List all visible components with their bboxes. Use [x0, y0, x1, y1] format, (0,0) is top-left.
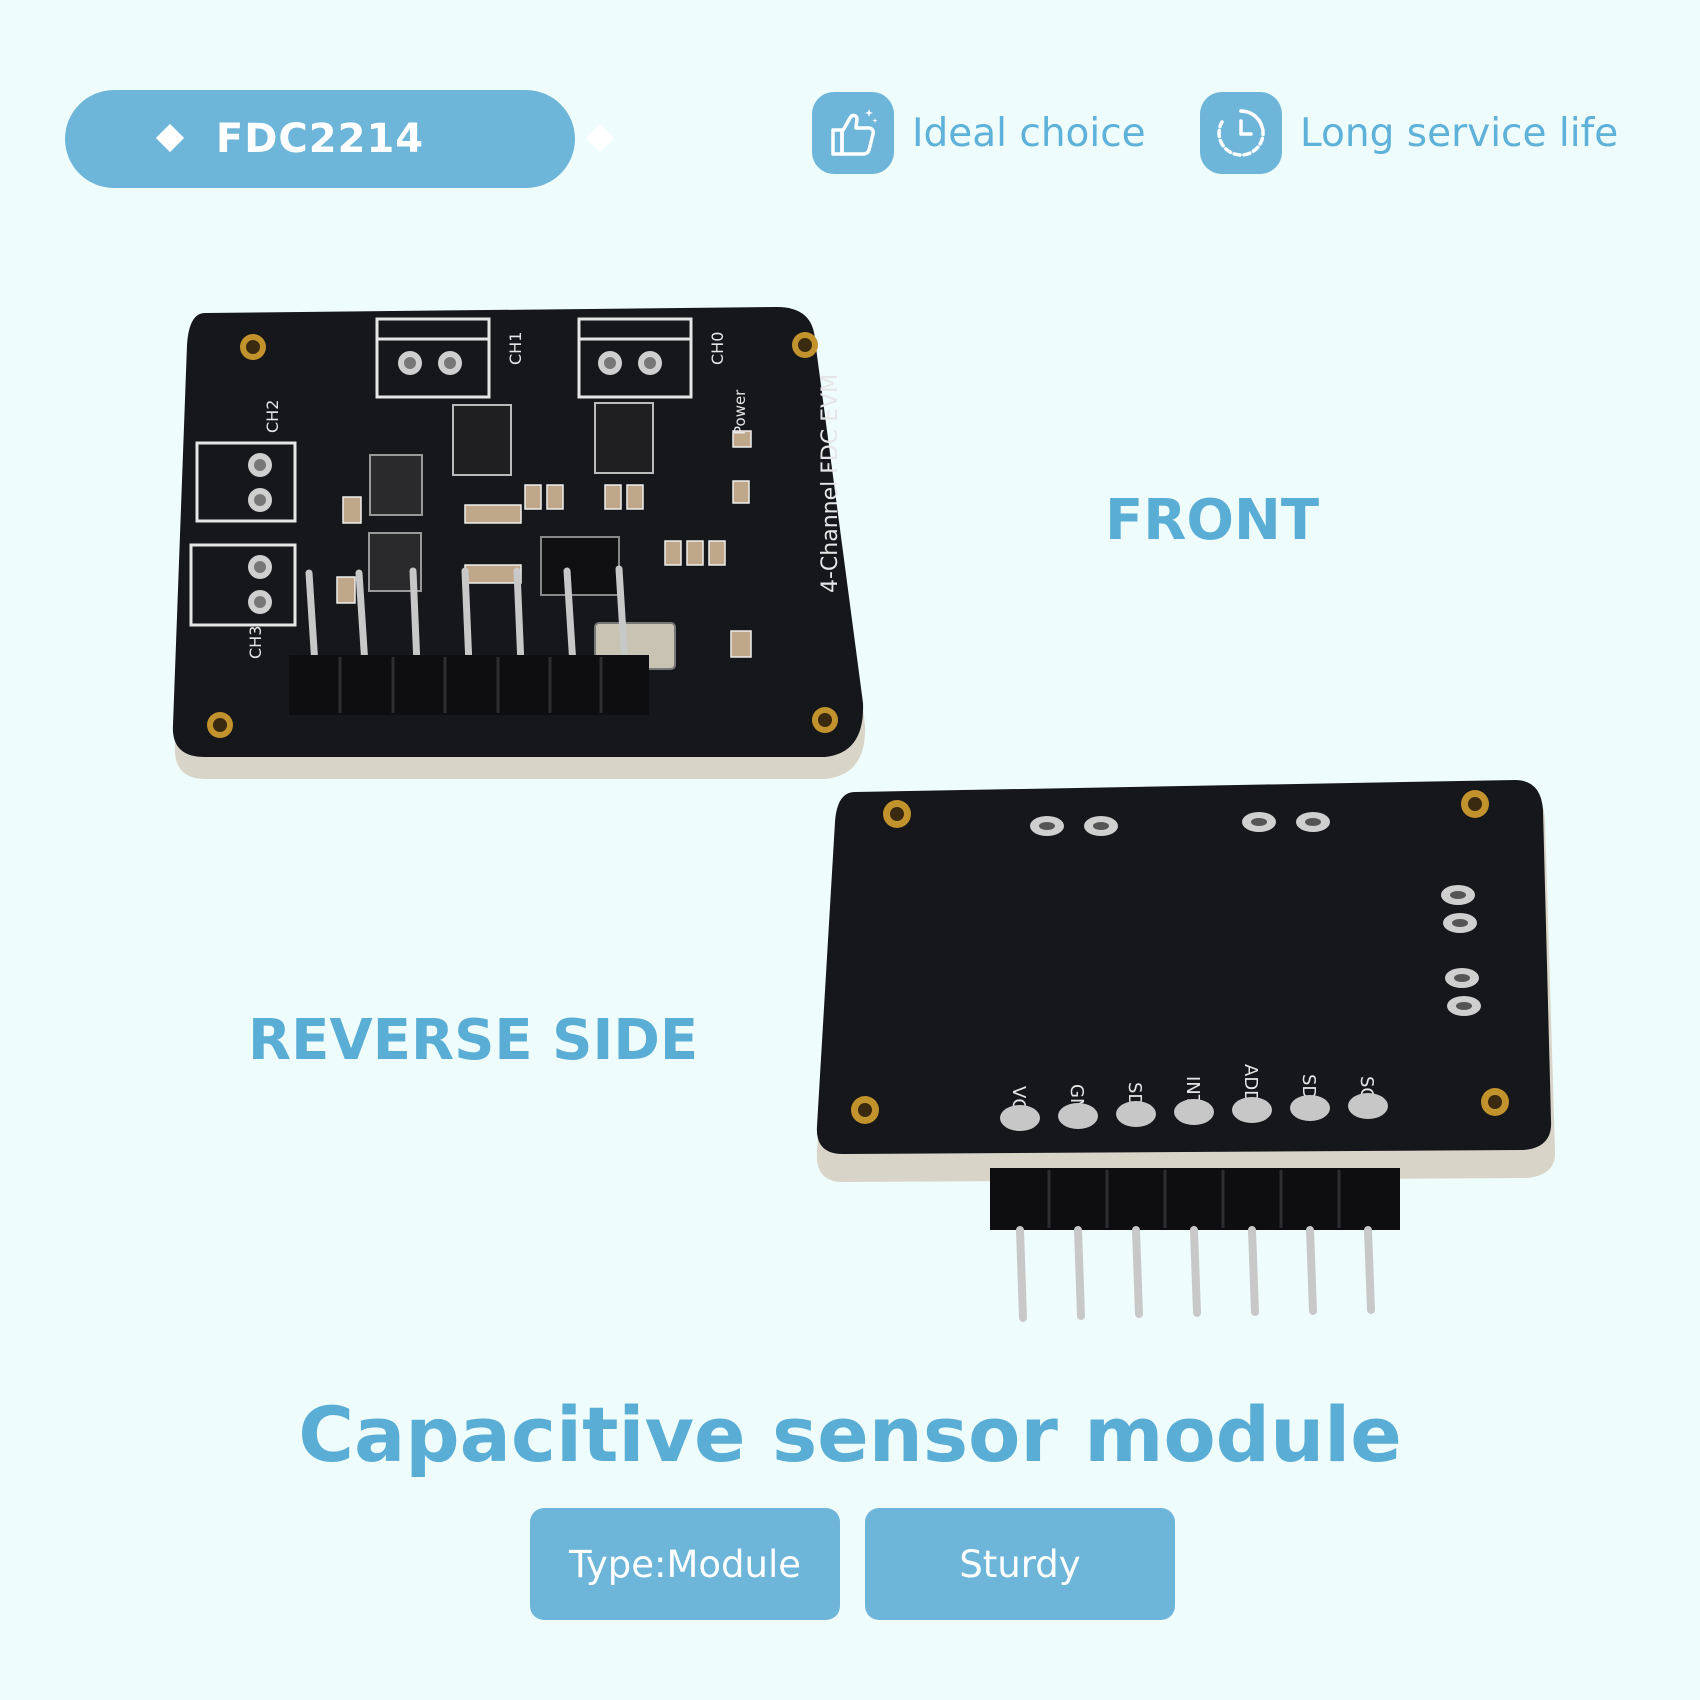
reverse-side-label: REVERSE SIDE — [248, 1008, 699, 1073]
front-ch3-label: CH3 — [246, 626, 265, 659]
front-ch1-label: CH1 — [506, 332, 525, 365]
back-pin-label: SD — [1124, 1082, 1145, 1107]
front-ch0-label: CH0 — [708, 332, 727, 365]
pcb-front-image: CH1 CH0 CH2 CH3 Power 4-Channel FDC EVM — [165, 305, 875, 795]
front-board-title: 4-Channel FDC EVM — [818, 374, 843, 593]
tag-type: Type:Module — [530, 1508, 840, 1620]
feature-long-service-life: Long service life — [1200, 92, 1618, 174]
thumbs-up-icon — [812, 92, 894, 174]
feature-label: Long service life — [1300, 110, 1619, 156]
tag-sturdy: Sturdy — [865, 1508, 1175, 1620]
diamond-icon — [155, 123, 185, 153]
diamond-icon — [585, 123, 615, 153]
product-name: FDC2214 — [215, 116, 425, 162]
front-ch2-label: CH2 — [263, 400, 282, 433]
front-power-label: Power — [731, 389, 749, 435]
feature-label: Ideal choice — [912, 110, 1146, 156]
clock-icon — [1200, 92, 1282, 174]
pcb-back-image: VCC GND SD INTB ADDR SDA SCL — [815, 780, 1555, 1325]
front-label: FRONT — [1105, 488, 1320, 553]
product-badge: FDC2214 — [65, 90, 615, 188]
headline: Capacitive sensor module — [298, 1390, 1402, 1479]
feature-ideal-choice: Ideal choice — [812, 92, 1146, 174]
